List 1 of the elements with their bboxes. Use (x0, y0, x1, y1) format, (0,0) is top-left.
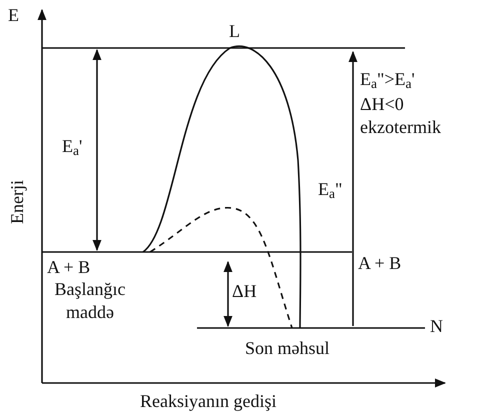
axis-label: Enerji (6, 180, 28, 224)
